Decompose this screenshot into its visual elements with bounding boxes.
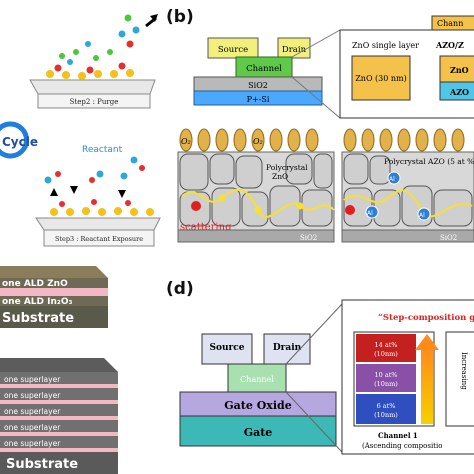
- step2-molecules: [46, 14, 158, 80]
- step2-label: Step2 : Purge: [70, 98, 119, 106]
- bottom-stack-label-2: one superlayer: [4, 407, 61, 416]
- channel-label-d: Channel: [240, 375, 274, 384]
- callout-d-foot2: (Ascending compositio: [362, 442, 442, 450]
- bottom-stack-label-0: one superlayer: [4, 375, 61, 384]
- layer-6-pct: 6 at%: [377, 402, 396, 410]
- top-stack-label-2: Substrate: [2, 311, 74, 326]
- oxide-label: SiO2: [248, 81, 268, 90]
- step2-slab: Step2 : Purge: [29, 14, 158, 109]
- bottom-stack-label-1: one superlayer: [4, 391, 61, 400]
- drain-pad: [277, 37, 311, 59]
- o2-molecules-left: O₂ O₂: [179, 128, 319, 152]
- svg-text:Al: Al: [389, 176, 395, 183]
- layer-14: [356, 334, 416, 362]
- layer-14-pct: 14 at%: [374, 341, 397, 349]
- source-pad: [207, 37, 259, 59]
- layer-10-thk: (10nm): [374, 380, 398, 388]
- panel-b-callout: Chann ZnO single layer ZnO (30 nm) AZO/Z…: [339, 15, 474, 119]
- panel-d-device: Source Drain Channel Gate Oxide Gate: [179, 303, 343, 453]
- o2-molecules-right: [343, 128, 465, 152]
- callout-d-title: “Step-composition g: [378, 313, 474, 323]
- svg-text:O₂: O₂: [253, 137, 263, 146]
- polycrystal-azo-label: Polycrystal AZO (5 at %: [384, 157, 474, 166]
- svg-text:O₂: O₂: [181, 137, 191, 146]
- cycle-indicator: Cycle: [0, 121, 38, 159]
- cycle-label: Cycle: [2, 135, 38, 149]
- panel-c: one ALD ZnO one ALD In₂O₃ Substrate one …: [0, 266, 118, 474]
- top-stack-label-1: one ALD In₂O₃: [2, 297, 72, 307]
- panel-c-bottom-stack: one superlayer one superlayer one superl…: [0, 358, 118, 474]
- substrate-layer: [193, 90, 323, 106]
- panel-d: (d) Source Drain Channel Gate Oxide Gate…: [166, 279, 474, 455]
- drain-label-d: Drain: [273, 343, 302, 353]
- gate-label: Gate: [244, 426, 273, 439]
- panel-c-top-stack: one ALD ZnO one ALD In₂O₃ Substrate: [0, 266, 108, 328]
- drain-label: Drain: [282, 45, 307, 55]
- layer-6: [356, 394, 416, 424]
- increasing-label: Increasing: [460, 352, 468, 390]
- col2-title: AZO/Z: [435, 40, 464, 50]
- polycrystal-zno-label-1: Polycrystal: [266, 163, 308, 172]
- source-label: Source: [218, 45, 248, 55]
- panel-label-d: (d): [166, 279, 194, 299]
- drain-pad-d: [263, 333, 311, 365]
- gate-oxide-label: Gate Oxide: [224, 399, 291, 412]
- col1-title: ZnO single layer: [352, 41, 419, 50]
- scattering-label: scattering: [180, 222, 232, 233]
- substrate-label: P+-Si: [247, 95, 270, 104]
- bottom-stack-label-4: one superlayer: [4, 439, 61, 448]
- polycrystal-zno-label-2: ZnO: [272, 172, 288, 181]
- grain-structure-azo: Polycrystal AZO (5 at % Al Al Al SiO2: [341, 128, 474, 243]
- sio2-base-right: SiO2: [440, 234, 457, 242]
- panel-b: (b) Source Drain Channel SiO2 P+-Si Chan…: [166, 7, 474, 243]
- callout-d-foot1: Channel 1: [378, 431, 418, 440]
- source-pad-d: [201, 333, 253, 365]
- gate-oxide-layer: [179, 391, 337, 417]
- col2-box1: ZnO: [450, 65, 469, 75]
- sio2-base-left: SiO2: [300, 234, 317, 242]
- callout-tab: Chann: [437, 19, 463, 28]
- grain-structure-zno: O₂ O₂ Polycrystal ZnO: [177, 128, 335, 243]
- bottom-stack-label-3: one superlayer: [4, 423, 61, 432]
- panel-label-b: (b): [166, 7, 194, 27]
- panel-b-device: Source Drain Channel SiO2 P+-Si: [193, 29, 341, 119]
- step3-label: Step3 : Reactant Exposure: [55, 235, 143, 243]
- layer-10: [356, 364, 416, 392]
- reactant-label: Reactant: [82, 145, 123, 155]
- increasing-arrow: [415, 334, 439, 424]
- channel-d: [227, 363, 287, 393]
- step3-slab: Reactant Step3 : Reactant Exposure: [35, 145, 161, 247]
- svg-text:Al: Al: [367, 210, 373, 217]
- layer-6-thk: (10nm): [374, 411, 398, 419]
- bottom-stack-label-5: Substrate: [6, 457, 78, 472]
- panel-a: Step2 : Purge Cycle Reactant Step3 : R: [0, 14, 161, 247]
- col1-box: ZnO (30 nm): [355, 74, 407, 83]
- gate-layer: [179, 415, 337, 447]
- al-atom-label: Al: [419, 212, 425, 219]
- top-stack-label-0: one ALD ZnO: [2, 279, 68, 289]
- source-label-d: Source: [210, 343, 245, 353]
- col2-box2: AZO: [449, 87, 469, 97]
- channel-label: Channel: [246, 64, 282, 74]
- layer-10-pct: 10 at%: [374, 371, 397, 379]
- panel-d-callout: “Step-composition g 14 at% (10nm) 10 at%…: [341, 299, 474, 455]
- layer-14-thk: (10nm): [374, 350, 398, 358]
